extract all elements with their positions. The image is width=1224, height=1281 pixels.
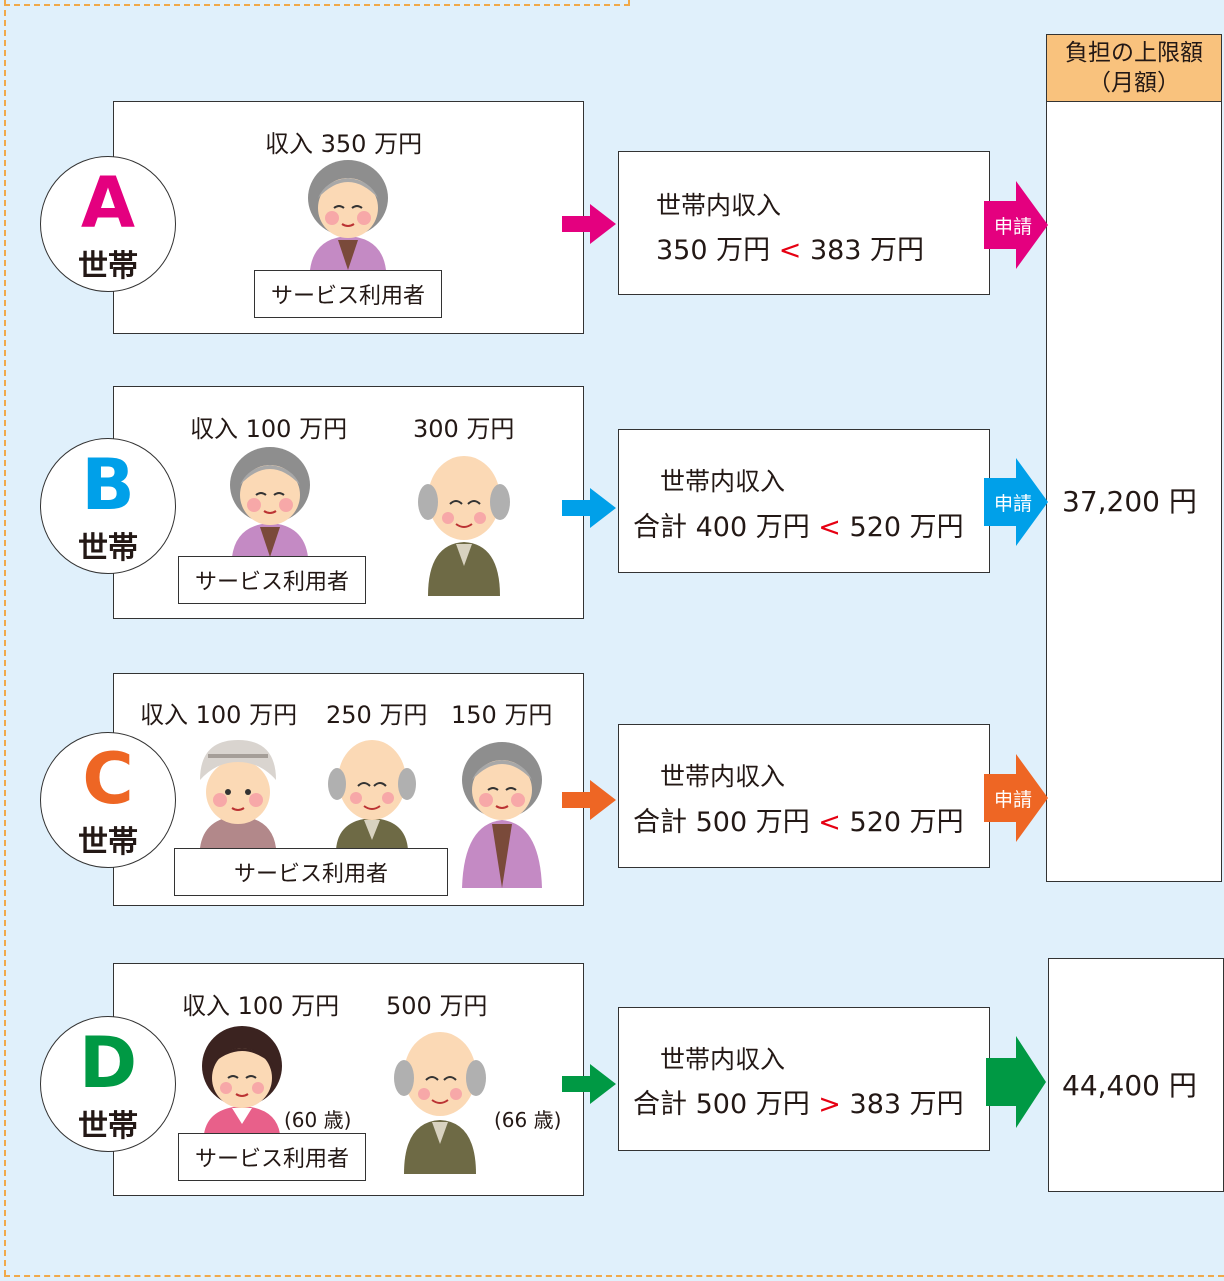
household-a-income-title: 世帯内収入 [656,191,782,220]
household-b-person2-income: 300 万円 [413,415,515,443]
household-c-income-comparison: 合計 500 万円 < 520 万円 [633,807,964,838]
household-a-label: 世帯 [78,249,138,284]
household-b-income-title: 世帯内収入 [660,467,786,496]
household-d-income-title: 世帯内収入 [660,1045,786,1074]
limit-amount-abc: 37,200 円 [1062,485,1197,518]
dashed-border-bottom [4,1275,1224,1277]
apply-arrow-a-icon: 申請 [984,181,1048,269]
household-a-letter: A [80,162,136,244]
household-d-badge: D 世帯 [40,1016,176,1152]
arrow-b-icon [562,488,616,528]
household-d-person2-age: (66 歳) [494,1108,562,1132]
household-a-badge: A 世帯 [40,156,176,292]
household-a-income-box [618,151,990,295]
limit-header: 負担の上限額 （月額） [1046,34,1222,102]
household-d-label: 世帯 [78,1109,138,1144]
household-d-letter: D [78,1022,138,1104]
limit-column-abc [1046,101,1222,882]
household-c-person2-income: 250 万円 [326,701,428,729]
household-b-income-box [618,429,990,573]
household-c-label: 世帯 [78,825,138,860]
household-b-service-user: サービス利用者 [178,556,366,604]
household-c-letter: C [82,738,134,820]
elderly-woman-with-cap-icon [200,740,276,848]
dashed-border-top [4,4,630,6]
household-b-letter: B [81,444,135,526]
elderly-woman-icon [462,742,542,888]
elderly-man-icon [418,456,510,596]
household-b-income-comparison: 合計 400 万円 < 520 万円 [633,512,964,543]
apply-arrow-b-icon: 申請 [984,458,1048,546]
household-a-income-comparison: 350 万円 < 383 万円 [656,235,925,266]
household-c-income-box [618,724,990,868]
household-d-service-user: サービス利用者 [178,1133,366,1181]
woman-icon [202,1026,282,1134]
apply-label-a: 申請 [994,216,1032,238]
limit-amount-d: 44,400 円 [1062,1069,1197,1102]
dashed-border-top-end [628,0,630,6]
household-d-person2-income: 500 万円 [386,992,488,1020]
apply-label-c: 申請 [994,789,1032,811]
apply-arrow-c-icon: 申請 [984,754,1048,842]
dashed-border-left [4,0,6,1276]
household-c-service-user: サービス利用者 [174,848,448,896]
elderly-woman-icon [230,447,310,557]
household-a-service-user: サービス利用者 [254,270,442,318]
household-d-income-box [618,1007,990,1151]
elderly-man-icon [328,740,416,850]
household-b-badge: B 世帯 [40,438,176,574]
arrow-d-icon [562,1064,616,1104]
arrow-c-icon [562,780,616,820]
limit-column-d [1048,958,1224,1192]
household-b-label: 世帯 [78,531,138,566]
apply-label-b: 申請 [994,493,1032,515]
household-d-person1-income: 収入 100 万円 [182,992,340,1020]
household-b-person1-income: 収入 100 万円 [190,415,348,443]
household-c-person1-income: 収入 100 万円 [140,701,298,729]
household-c-person3-income: 150 万円 [451,701,553,729]
arrow-d-result-icon [986,1036,1046,1128]
household-a-person1-income: 収入 350 万円 [265,130,423,158]
limit-header-line1: 負担の上限額 [1065,40,1203,66]
household-d-income-comparison: 合計 500 万円 > 383 万円 [633,1089,964,1120]
limit-header-line2: （月額） [1088,70,1180,96]
household-c-badge: C 世帯 [40,732,176,868]
arrow-a-icon [562,204,616,244]
elderly-woman-icon [308,160,388,270]
household-d-person1-age: (60 歳) [284,1108,352,1132]
elderly-man-icon [394,1032,486,1174]
household-c-income-title: 世帯内収入 [660,762,786,791]
